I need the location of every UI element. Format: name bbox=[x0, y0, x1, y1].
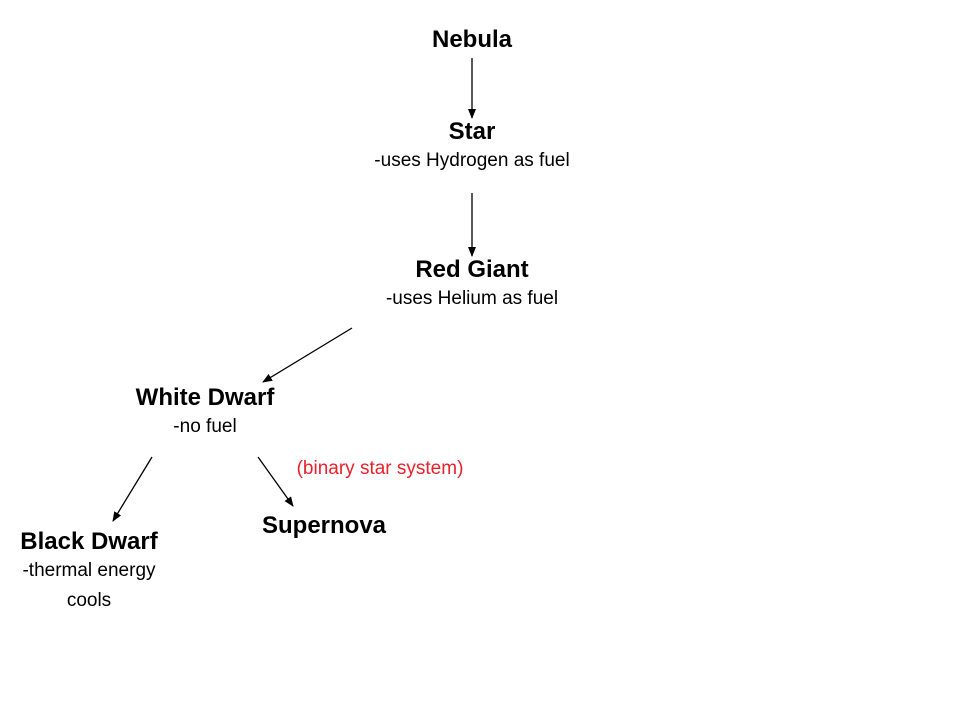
node-nebula-title: Nebula bbox=[431, 26, 513, 53]
node-black-dwarf-description-line1: -thermal energy bbox=[22, 560, 156, 581]
binary-star-system-annotation: (binary star system) bbox=[296, 458, 464, 479]
arrow-white-dwarf-to-black-dwarf bbox=[112, 456, 153, 522]
arrow-white-dwarf-to-supernova bbox=[257, 456, 294, 507]
arrow-red-giant-to-white-dwarf bbox=[262, 327, 353, 383]
node-supernova-title: Supernova bbox=[261, 512, 387, 539]
node-black-dwarf-description-line2: cools bbox=[66, 590, 112, 611]
node-red-giant: Red Giant -uses Helium as fuel bbox=[386, 256, 558, 314]
node-star-description: -uses Hydrogen as fuel bbox=[374, 150, 570, 171]
node-black-dwarf-title: Black Dwarf bbox=[20, 528, 158, 555]
node-white-dwarf-title: White Dwarf bbox=[135, 384, 275, 411]
node-red-giant-title: Red Giant bbox=[415, 256, 529, 283]
node-black-dwarf: Black Dwarf -thermal energy cools bbox=[20, 528, 157, 616]
node-nebula: Nebula bbox=[432, 26, 512, 54]
node-star: Star -uses Hydrogen as fuel bbox=[374, 118, 569, 176]
node-red-giant-description: -uses Helium as fuel bbox=[385, 288, 559, 309]
node-star-title: Star bbox=[448, 118, 496, 145]
node-white-dwarf: White Dwarf -no fuel bbox=[136, 384, 275, 442]
node-supernova: Supernova bbox=[262, 512, 386, 540]
node-white-dwarf-description: -no fuel bbox=[173, 416, 237, 437]
